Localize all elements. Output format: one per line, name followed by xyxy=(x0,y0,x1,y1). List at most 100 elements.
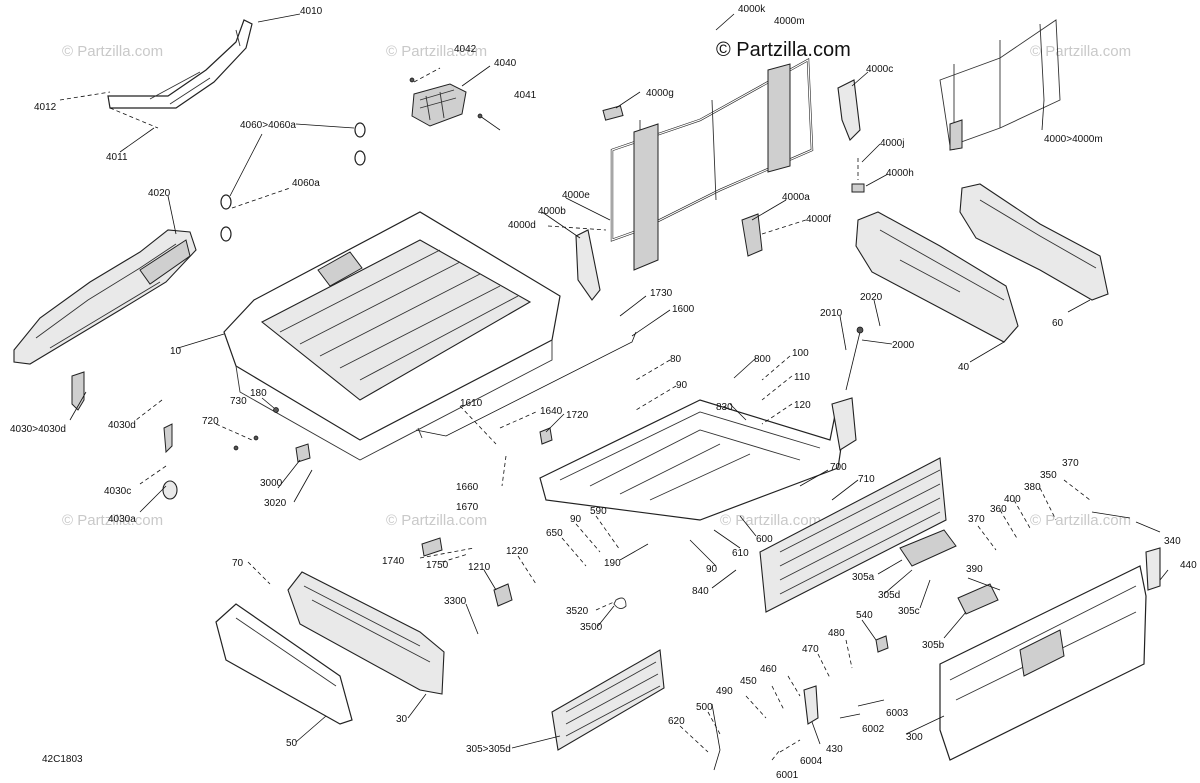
callout-4000d[interactable]: 4000d xyxy=(508,220,536,231)
part-30-panel[interactable] xyxy=(287,571,445,695)
part-4030c-clip[interactable] xyxy=(163,423,173,454)
callout-4040[interactable]: 4040 xyxy=(494,58,517,69)
callout-4042[interactable]: 4042 xyxy=(454,44,477,55)
part-4000c-bracket[interactable] xyxy=(837,79,861,141)
callout-305a[interactable]: 305a xyxy=(852,572,875,583)
part-730-screw[interactable] xyxy=(253,435,259,441)
callout-490[interactable]: 490 xyxy=(716,686,733,697)
callout-360[interactable]: 360 xyxy=(990,504,1007,515)
callout-1640[interactable]: 1640 xyxy=(540,406,563,417)
callout-180[interactable]: 180 xyxy=(250,388,267,399)
part-305b-latch[interactable] xyxy=(957,583,999,615)
callout-305-range[interactable]: 305>305d xyxy=(466,744,511,755)
callout-600[interactable]: 600 xyxy=(756,534,773,545)
callout-100[interactable]: 100 xyxy=(792,348,809,359)
part-1600-rod[interactable] xyxy=(415,331,637,439)
callout-1720[interactable]: 1720 xyxy=(566,410,589,421)
callout-470[interactable]: 470 xyxy=(802,644,819,655)
callout-120[interactable]: 120 xyxy=(794,400,811,411)
part-4060-rings[interactable] xyxy=(220,122,366,242)
callout-500[interactable]: 500 xyxy=(696,702,713,713)
callout-400[interactable]: 400 xyxy=(1004,494,1021,505)
part-500-cable[interactable] xyxy=(711,703,721,771)
callout-830[interactable]: 830 xyxy=(716,402,733,413)
part-720-washer[interactable] xyxy=(233,445,239,451)
callout-2000[interactable]: 2000 xyxy=(892,340,915,351)
callout-4030a[interactable]: 4030a xyxy=(108,514,136,525)
part-4041-bolt[interactable] xyxy=(477,113,501,131)
callout-3500[interactable]: 3500 xyxy=(580,622,603,633)
callout-1750[interactable]: 1750 xyxy=(426,560,449,571)
callout-90b[interactable]: 90 xyxy=(570,514,582,525)
callout-4020[interactable]: 4020 xyxy=(148,188,171,199)
callout-370a[interactable]: 370 xyxy=(1062,458,1079,469)
callout-4000k[interactable]: 4000k xyxy=(738,4,766,15)
callout-60[interactable]: 60 xyxy=(1052,318,1064,329)
callout-6001[interactable]: 6001 xyxy=(776,770,799,781)
callout-380[interactable]: 380 xyxy=(1024,482,1041,493)
callout-840[interactable]: 840 xyxy=(692,586,709,597)
callout-3300[interactable]: 3300 xyxy=(444,596,467,607)
callout-30[interactable]: 30 xyxy=(396,714,408,725)
callout-4012[interactable]: 4012 xyxy=(34,102,57,113)
callout-4000c[interactable]: 4000c xyxy=(866,64,893,75)
callout-6003[interactable]: 6003 xyxy=(886,708,909,719)
callout-1670[interactable]: 1670 xyxy=(456,502,479,513)
part-1740-plate[interactable] xyxy=(421,537,443,557)
callout-4000e[interactable]: 4000e xyxy=(562,190,590,201)
callout-4000-range[interactable]: 4000>4000m xyxy=(1044,134,1103,145)
callout-40[interactable]: 40 xyxy=(958,362,970,373)
callout-450[interactable]: 450 xyxy=(740,676,757,687)
part-800-subframe[interactable] xyxy=(539,397,857,521)
part-2000-strut[interactable] xyxy=(845,326,864,391)
callout-4011[interactable]: 4011 xyxy=(106,152,128,163)
callout-480[interactable]: 480 xyxy=(828,628,845,639)
callout-730[interactable]: 730 xyxy=(230,396,247,407)
callout-650[interactable]: 650 xyxy=(546,528,563,539)
part-4030-bracket[interactable] xyxy=(71,371,85,411)
part-3500-seal[interactable] xyxy=(613,597,627,609)
part-4010-handle[interactable] xyxy=(107,19,253,109)
callout-340[interactable]: 340 xyxy=(1164,536,1181,547)
callout-1220[interactable]: 1220 xyxy=(506,546,529,557)
callout-305c[interactable]: 305c xyxy=(898,606,920,617)
callout-430[interactable]: 430 xyxy=(826,744,843,755)
callout-300[interactable]: 300 xyxy=(906,732,923,743)
part-4030a-knob[interactable] xyxy=(162,480,178,500)
part-4000a-hinge[interactable] xyxy=(741,213,763,257)
part-1720-clip[interactable] xyxy=(539,427,553,445)
callout-610[interactable]: 610 xyxy=(732,548,749,559)
part-700-grille[interactable] xyxy=(759,457,947,613)
callout-50[interactable]: 50 xyxy=(286,738,298,749)
callout-460[interactable]: 460 xyxy=(760,664,777,675)
part-4000-rack-assembly[interactable] xyxy=(939,19,1061,151)
part-10-cargo-box[interactable] xyxy=(223,211,561,461)
callout-10[interactable]: 10 xyxy=(170,346,182,357)
callout-90a[interactable]: 90 xyxy=(676,380,688,391)
callout-305d[interactable]: 305d xyxy=(878,590,900,601)
callout-70[interactable]: 70 xyxy=(232,558,244,569)
callout-1730[interactable]: 1730 xyxy=(650,288,673,299)
part-4040-latch[interactable] xyxy=(411,83,467,127)
callout-2010[interactable]: 2010 xyxy=(820,308,843,319)
callout-1600[interactable]: 1600 xyxy=(672,304,695,315)
callout-4030c[interactable]: 4030c xyxy=(104,486,131,497)
part-1210-clamp[interactable] xyxy=(493,583,513,607)
callout-590[interactable]: 590 xyxy=(590,506,607,517)
part-305a-bracket[interactable] xyxy=(899,529,957,567)
callout-6002[interactable]: 6002 xyxy=(862,724,885,735)
callout-540[interactable]: 540 xyxy=(856,610,873,621)
callout-4000g[interactable]: 4000g xyxy=(646,88,674,99)
callout-4000h[interactable]: 4000h xyxy=(886,168,914,179)
callout-4000f[interactable]: 4000f xyxy=(806,214,831,225)
part-60-side-rail[interactable] xyxy=(959,183,1109,301)
callout-4010[interactable]: 4010 xyxy=(300,6,323,17)
callout-620[interactable]: 620 xyxy=(668,716,685,727)
callout-4060-range[interactable]: 4060>4060a xyxy=(240,120,296,131)
callout-3000[interactable]: 3000 xyxy=(260,478,283,489)
part-305-grille[interactable] xyxy=(551,649,665,751)
callout-190[interactable]: 190 xyxy=(604,558,621,569)
callout-390[interactable]: 390 xyxy=(966,564,983,575)
callout-1610[interactable]: 1610 xyxy=(460,398,483,409)
callout-720[interactable]: 720 xyxy=(202,416,219,427)
